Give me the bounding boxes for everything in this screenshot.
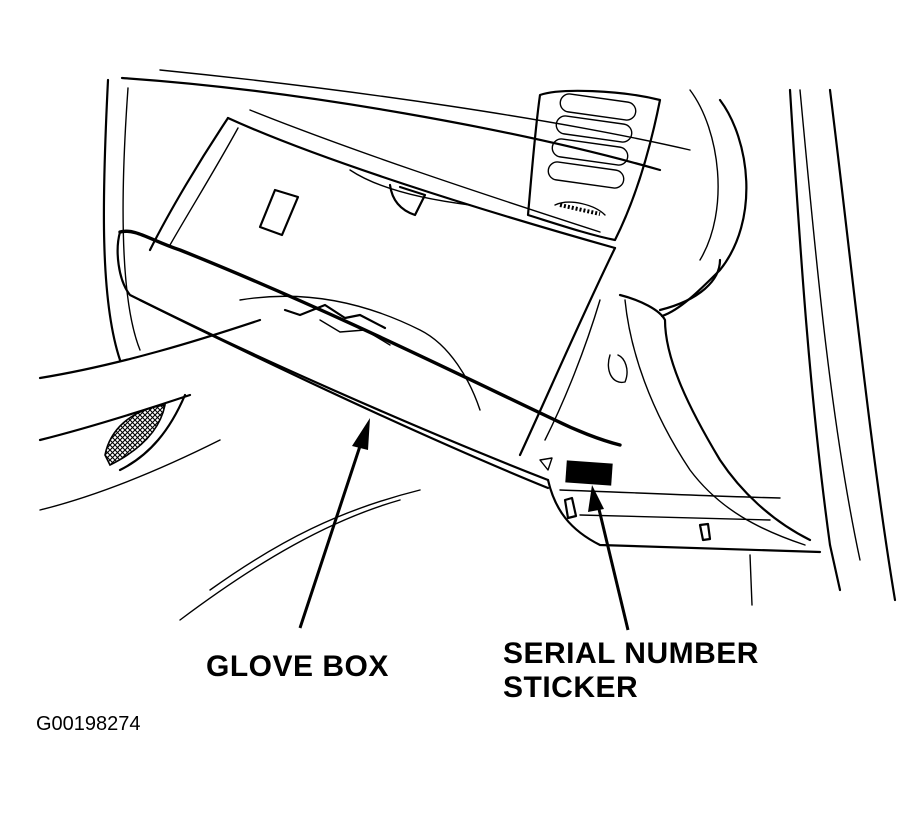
footwell-mesh — [39, 393, 421, 621]
right-dash-panel — [607, 88, 897, 606]
glove-box-arrow — [298, 418, 370, 629]
air-vent — [526, 89, 662, 242]
dashboard-outline — [38, 69, 691, 442]
serial-number-label-line2: STICKER — [503, 671, 639, 704]
glove-box-bin — [148, 109, 617, 457]
serial-number-label-line1: SERIAL NUMBER — [503, 637, 759, 670]
glove-box-label: GLOVE BOX — [206, 650, 389, 683]
figure-id: G00198274 — [36, 713, 141, 735]
serial-number-sticker — [565, 460, 613, 486]
serial-sticker-arrow — [588, 485, 630, 631]
